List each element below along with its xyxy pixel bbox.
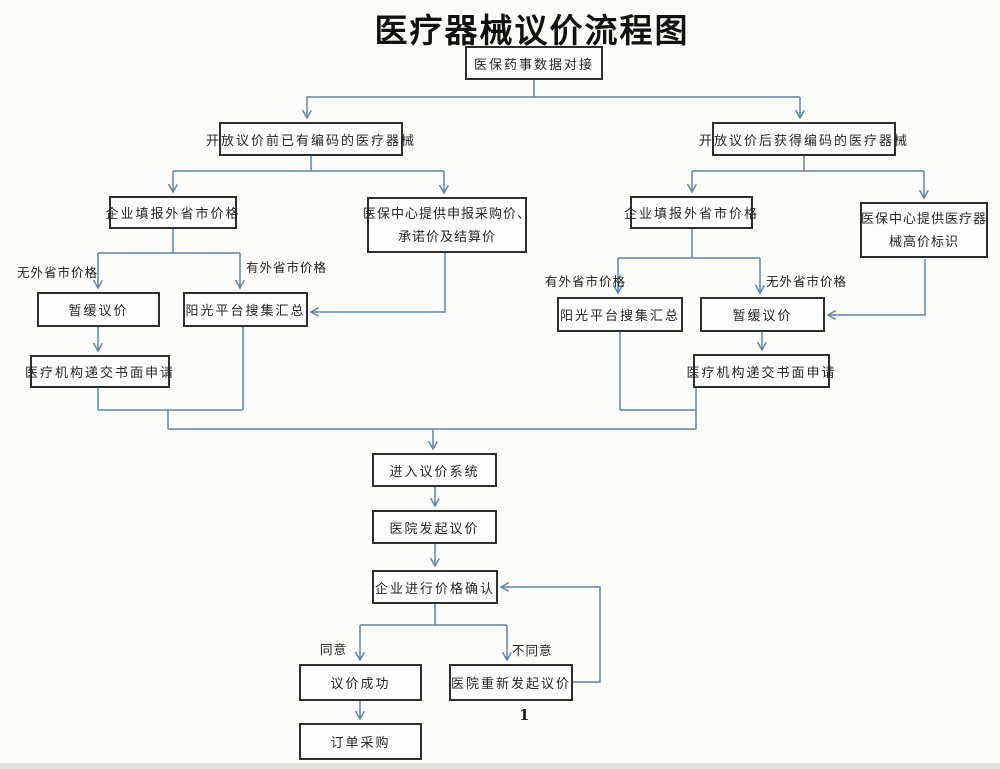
node-post-coded-devices: 开放议价后获得编码的医疗器械: [699, 122, 907, 156]
page-bottom-edge: [0, 763, 1000, 769]
node-enterprise-confirm-price: 企业进行价格确认: [372, 570, 498, 604]
node-hospital-initiate: 医院发起议价: [372, 510, 497, 544]
node-left-pause-negotiation: 暂缓议价: [37, 292, 160, 327]
node-hospital-reinitiate: 医院重新发起议价: [449, 664, 573, 701]
page-title: 医疗器械议价流程图: [374, 11, 690, 50]
edge-label-right-no-price: 无外省市价格: [766, 275, 848, 289]
node-left-sunshine-platform: 阳光平台搜集汇总: [183, 292, 308, 327]
node-data-link: 医保药事数据对接: [465, 46, 603, 80]
edge-label-left-no-price: 无外省市价格: [17, 266, 99, 280]
node-line: 承诺价及结算价: [397, 229, 496, 244]
node-right-written-application: 医疗机构递交书面申请: [687, 354, 835, 388]
node-line: 医保中心提供申报采购价、: [363, 206, 532, 221]
edge-label-disagree: 不同意: [512, 644, 553, 658]
node-left-enterprise-fill: 企业填报外省市价格: [106, 196, 239, 229]
node-negotiation-success: 议价成功: [299, 664, 422, 701]
node-right-enterprise-fill: 企业填报外省市价格: [624, 196, 757, 229]
node-right-high-price-flag: 医保中心提供医疗器 械高价标识: [860, 202, 988, 258]
edge-label-left-has-price: 有外省市价格: [246, 261, 328, 275]
node-right-pause-negotiation: 暂缓议价: [700, 297, 825, 332]
node-right-sunshine-platform: 阳光平台搜集汇总: [557, 297, 683, 332]
node-line: 医保中心提供医疗器: [861, 211, 988, 226]
page-number: 1: [519, 706, 530, 724]
node-line: 械高价标识: [888, 234, 959, 249]
edge-label-right-has-price: 有外省市价格: [545, 275, 627, 289]
connector-lines: [98, 80, 925, 719]
node-left-written-application: 医疗机构递交书面申请: [25, 355, 173, 388]
connector-arrow: [311, 253, 446, 312]
node-pre-coded-devices: 开放议价前已有编码的医疗器械: [206, 122, 414, 156]
node-order-procurement: 订单采购: [299, 723, 422, 760]
edge-label-agree: 同意: [320, 643, 348, 657]
node-left-center-prices: 医保中心提供申报采购价、 承诺价及结算价: [363, 197, 530, 253]
node-enter-system: 进入议价系统: [372, 453, 497, 487]
